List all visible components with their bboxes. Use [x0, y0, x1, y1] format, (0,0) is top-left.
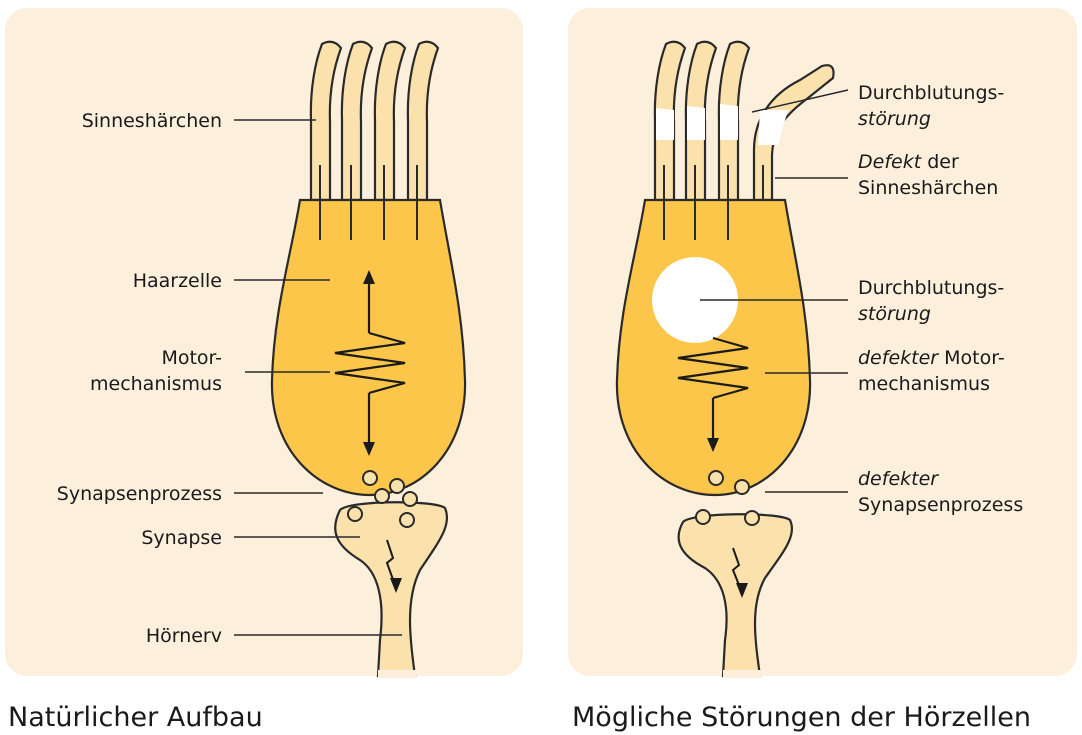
label-defekter-synapse-line1: defekter	[858, 468, 939, 490]
label-defekter-synapse-line2: Synapsenprozess	[858, 494, 1023, 516]
label-defekt-line2: Sinneshärchen	[858, 177, 998, 199]
label-synapsenprozess: Synapsenprozess	[57, 483, 222, 505]
label-durchblutung-cell-2: störung	[858, 303, 931, 325]
label-durchblutung-hairs-1: Durchblutungs-	[858, 82, 1004, 104]
label-motor-line1: Motor-	[161, 347, 222, 369]
caption-left: Natürlicher Aufbau	[8, 702, 263, 733]
label-durchblutung-hairs-2: störung	[858, 108, 931, 130]
caption-right: Mögliche Störungen der Hörzellen	[572, 702, 1031, 733]
label-defekter-motor-line2: mechanismus	[858, 373, 990, 395]
label-defekt-line1: Defekt der	[858, 151, 959, 173]
label-motor-line2: mechanismus	[90, 373, 222, 395]
label-haarzelle: Haarzelle	[133, 270, 222, 292]
label-sinneshaerchen: Sinneshärchen	[82, 110, 222, 132]
label-synapse: Synapse	[141, 527, 222, 549]
left-nerve-cutoff	[378, 670, 416, 678]
label-hoernerv: Hörnerv	[146, 625, 222, 647]
label-defekter-motor-line1: defekter Motor-	[858, 347, 1005, 369]
label-durchblutung-cell-1: Durchblutungs-	[858, 277, 1004, 299]
right-nerve-cutoff	[723, 670, 761, 678]
